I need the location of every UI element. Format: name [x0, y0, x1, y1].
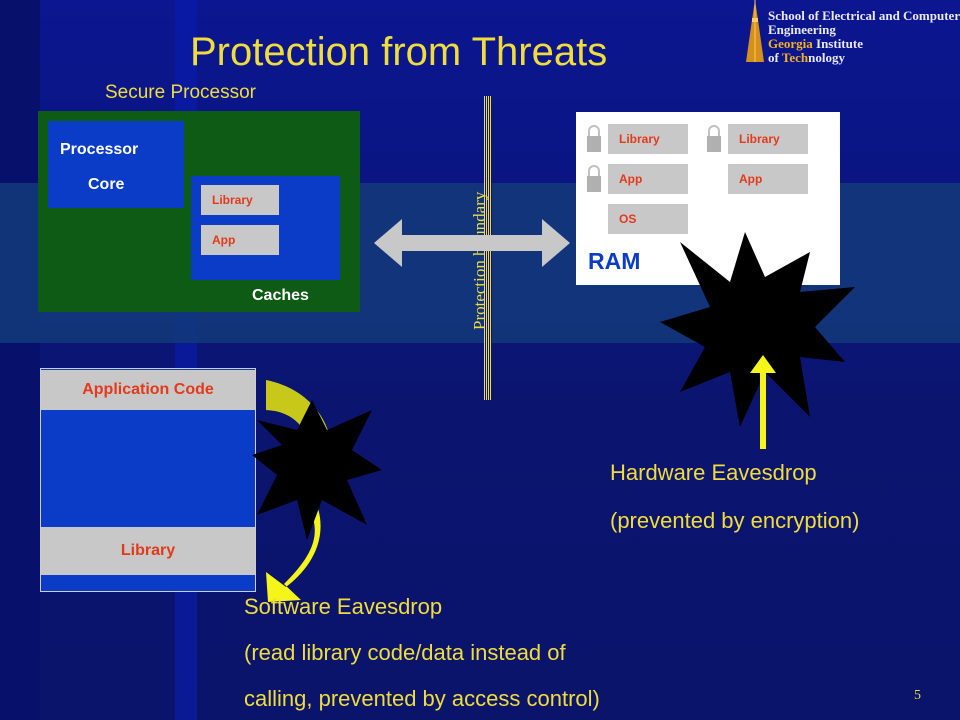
hardware-threat-arrow — [750, 355, 776, 449]
ram-library-tile-2: Library — [728, 124, 808, 154]
processor-core-label-line2: Core — [88, 176, 125, 193]
double-arrow — [374, 219, 570, 267]
library-bar: Library — [41, 527, 255, 575]
ram-app-tile: App — [608, 164, 688, 194]
ram-app-tile-2: App — [728, 164, 808, 194]
logo-line2: Engineering — [768, 22, 836, 37]
ram-label: RAM — [588, 248, 641, 274]
cache-app-tile: App — [201, 225, 279, 255]
secure-processor-label: Secure Processor — [105, 82, 257, 103]
stripe-left — [0, 0, 40, 720]
software-threat-burst-icon — [252, 400, 382, 540]
logo-line1: School of Electrical and Computer — [768, 8, 960, 23]
tower-icon — [746, 0, 764, 62]
lock-icon — [587, 125, 601, 152]
lock-icon — [587, 165, 601, 192]
ram-library-tile: Library — [608, 124, 688, 154]
cache-library-tile: Library — [201, 185, 279, 215]
processor-core-box: Processor Core — [48, 121, 184, 208]
logo-line3: Georgia Institute — [768, 36, 863, 51]
slide-title: Protection from Threats — [190, 30, 608, 74]
processor-core-label-line1: Processor — [60, 141, 139, 158]
hardware-threat-burst-icon — [660, 232, 855, 427]
software-threat-line1: Software Eavesdrop — [244, 594, 443, 619]
stripe-mid — [175, 0, 197, 720]
hardware-threat-line2: (prevented by encryption) — [610, 508, 860, 533]
caches-label: Caches — [252, 287, 309, 304]
software-threat-line3: calling, prevented by access control) — [244, 686, 600, 711]
logo-line4: of Technology — [768, 50, 845, 65]
hardware-threat-line1: Hardware Eavesdrop — [610, 460, 817, 485]
lock-icon — [707, 125, 721, 152]
software-threat-line2: (read library code/data instead of — [244, 640, 566, 665]
page-number: 5 — [914, 688, 921, 703]
gatech-logo: School of Electrical and Computer Engine… — [738, 0, 960, 66]
application-code-bar: Application Code — [41, 370, 255, 410]
ram-os-tile: OS — [608, 204, 688, 234]
